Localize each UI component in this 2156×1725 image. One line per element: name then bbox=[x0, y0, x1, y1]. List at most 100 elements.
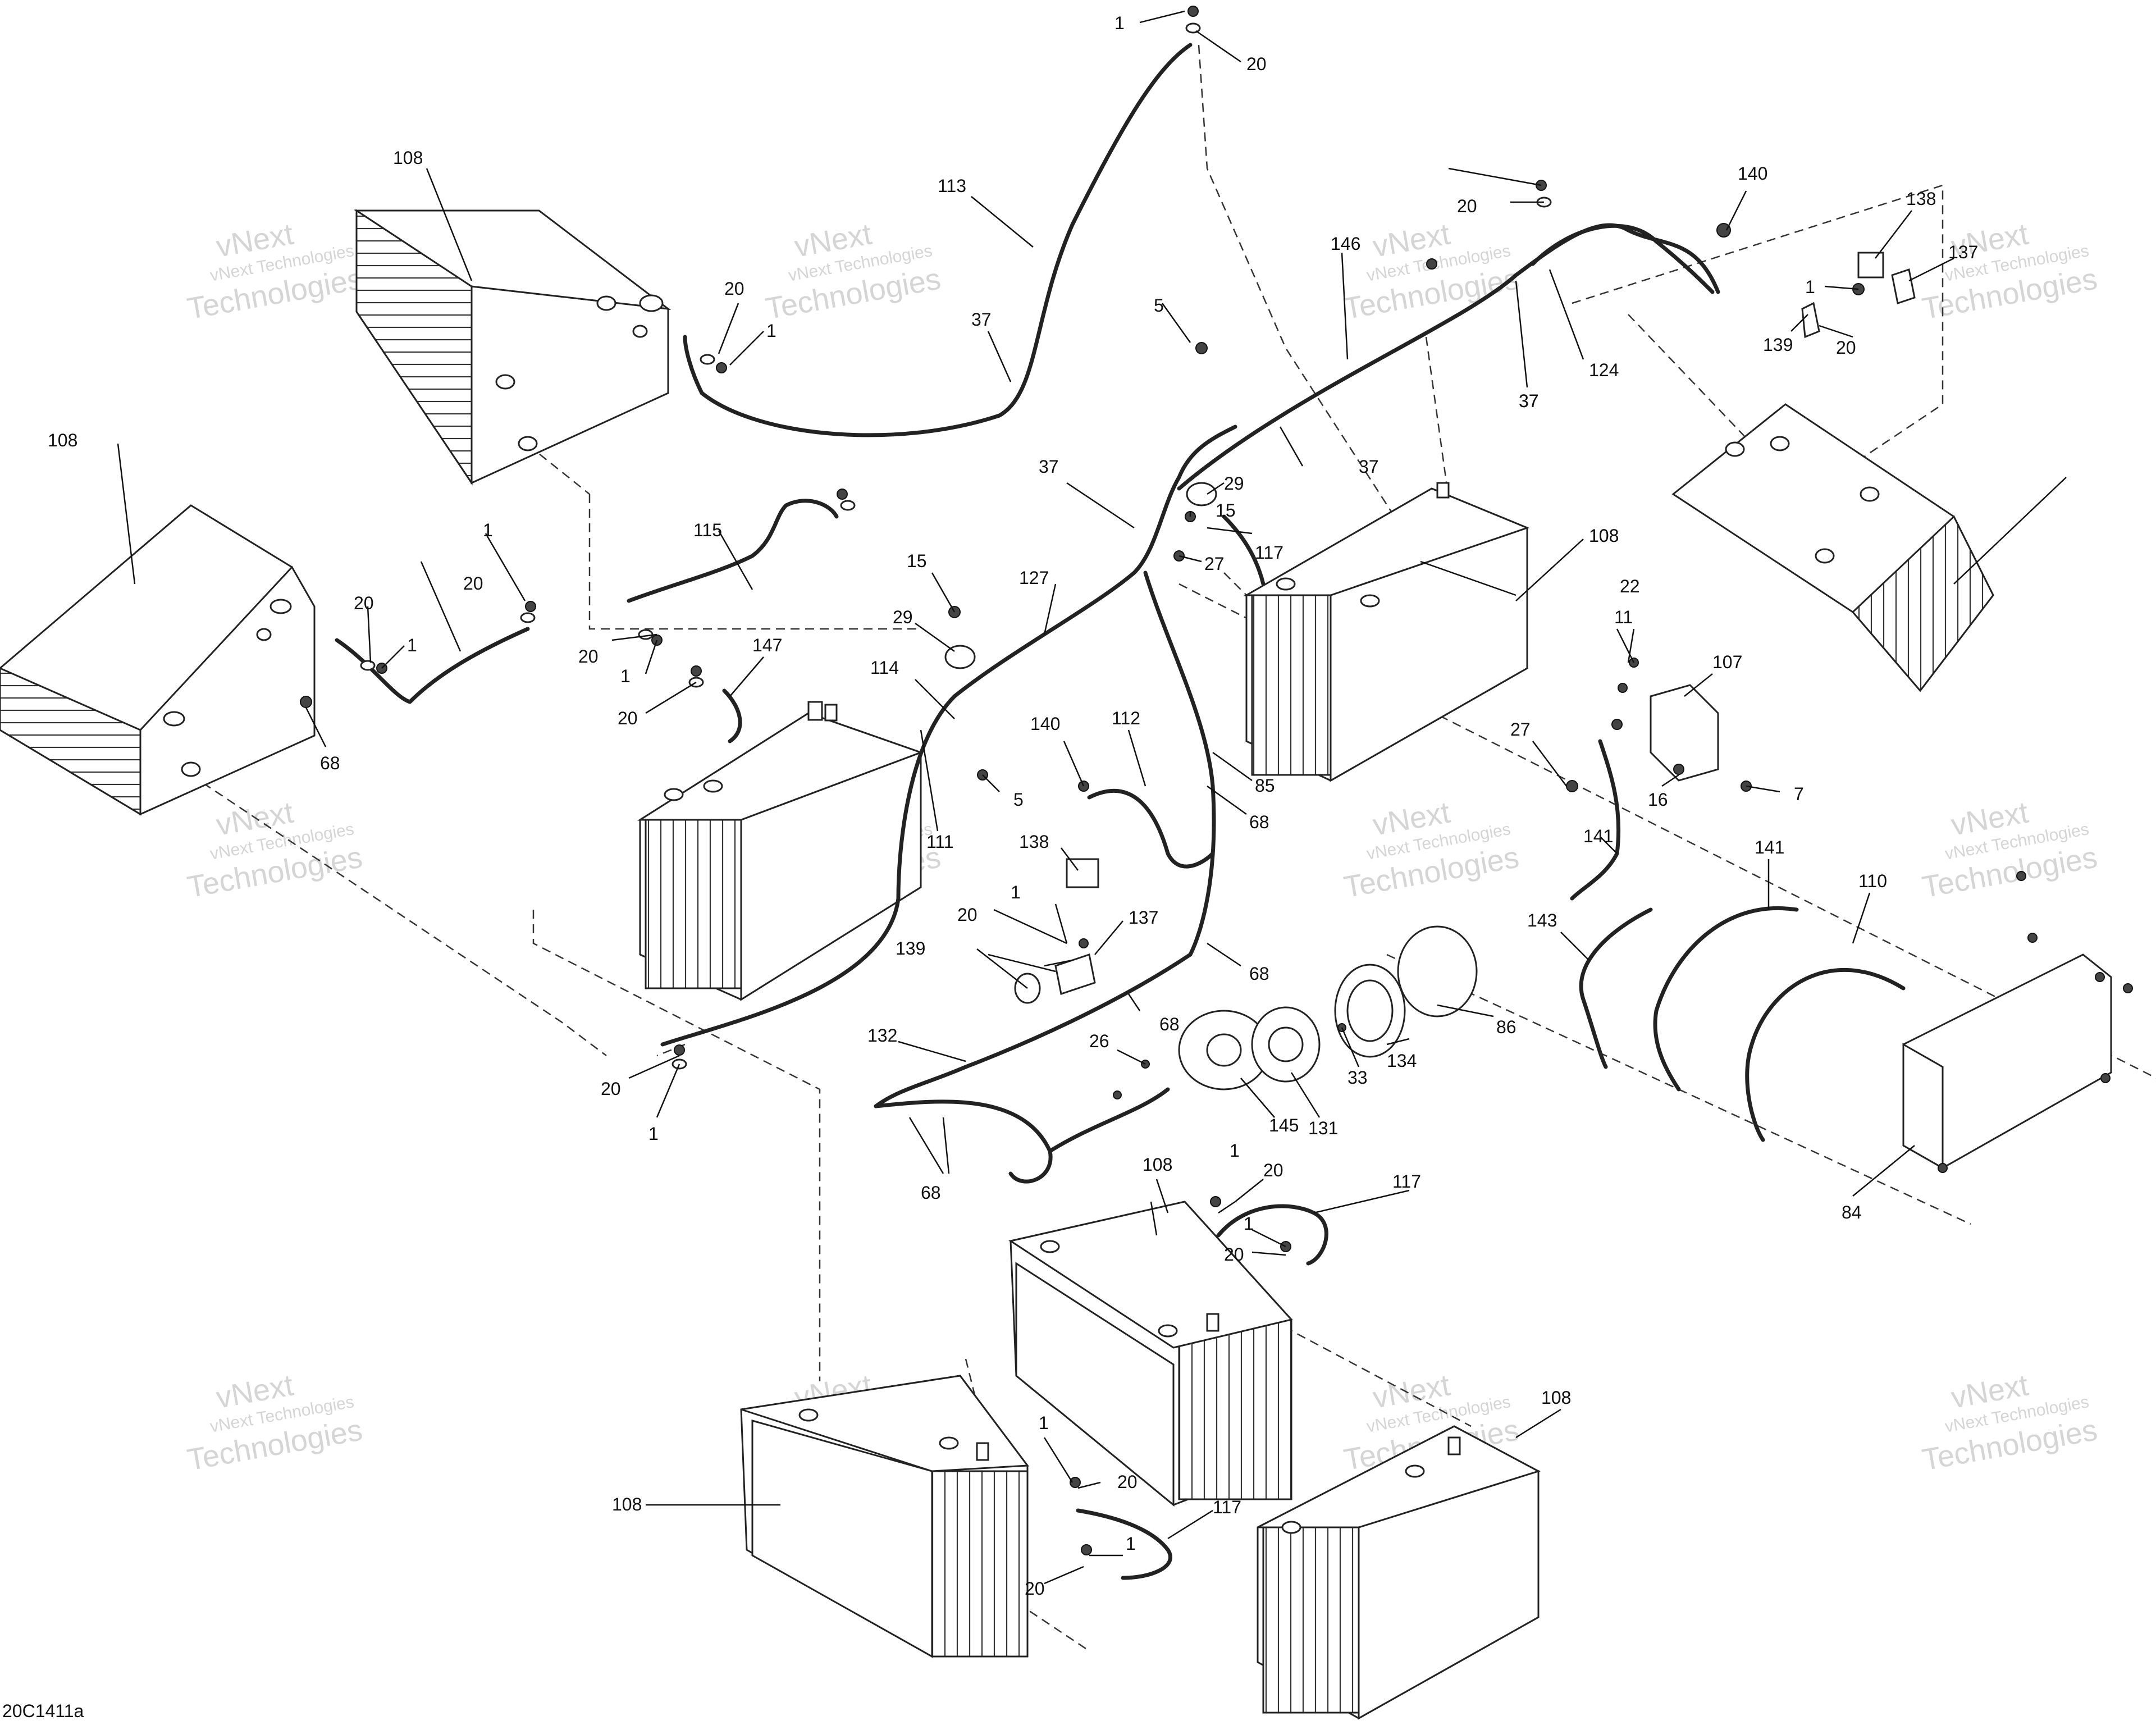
callout: 138 bbox=[1019, 832, 1049, 852]
callout: 117 bbox=[1255, 542, 1283, 563]
watermark: vNext vNext Technologies Technologies bbox=[185, 217, 365, 326]
watermark-group: vNext vNext Technologies Technologies vN… bbox=[185, 217, 2100, 1477]
watermark: vNext vNext Technologies Technologies bbox=[1920, 1368, 2100, 1477]
battery bbox=[1257, 1425, 1541, 1720]
callout: 131 bbox=[1308, 1118, 1338, 1138]
callout: 137 bbox=[1129, 907, 1158, 928]
callout: 20 bbox=[1263, 1160, 1283, 1180]
callout: 37 bbox=[1359, 457, 1379, 477]
callout: 108 bbox=[393, 148, 423, 168]
callout: 137 bbox=[1948, 242, 1978, 262]
figure-code: 20C1411a bbox=[2, 1701, 84, 1721]
battery bbox=[740, 1375, 1029, 1658]
callout: 16 bbox=[1648, 790, 1668, 810]
callout: 84 bbox=[1842, 1202, 1862, 1222]
callout: 1 bbox=[648, 1124, 659, 1144]
callout: 108 bbox=[1541, 1388, 1571, 1408]
callout: 143 bbox=[1527, 910, 1557, 930]
callout-labels: 1 20 108 113 37 20 1 140 138 137 1 20 14… bbox=[48, 13, 1978, 1599]
callout: 117 bbox=[1392, 1171, 1421, 1192]
callout: 27 bbox=[1204, 554, 1225, 574]
callout: 140 bbox=[1738, 163, 1767, 184]
callout: 108 bbox=[1143, 1154, 1172, 1175]
callout: 7 bbox=[1794, 784, 1804, 804]
callout: 68 bbox=[1159, 1014, 1180, 1034]
callout: 20 bbox=[1224, 1244, 1244, 1265]
callout: 1 bbox=[1114, 13, 1125, 33]
callout: 29 bbox=[1224, 473, 1244, 494]
callout: 113 bbox=[938, 176, 966, 196]
callout: 134 bbox=[1387, 1051, 1417, 1071]
callout: 68 bbox=[320, 753, 340, 773]
callout: 68 bbox=[1249, 812, 1269, 832]
callout: 20 bbox=[578, 646, 599, 667]
callout: 11 bbox=[1614, 607, 1633, 627]
callout: 1 bbox=[407, 635, 417, 655]
callout: 108 bbox=[612, 1494, 642, 1514]
callout: 124 bbox=[1589, 360, 1619, 380]
callout: 114 bbox=[870, 658, 899, 678]
battery bbox=[1008, 1201, 1293, 1507]
callout: 26 bbox=[1089, 1031, 1109, 1051]
callout: 1 bbox=[1011, 882, 1021, 902]
battery-box bbox=[1902, 953, 2112, 1173]
callout: 139 bbox=[1763, 335, 1793, 355]
callout: 37 bbox=[971, 309, 992, 330]
callout: 22 bbox=[1620, 576, 1640, 596]
callout: 108 bbox=[1589, 526, 1619, 546]
callout: 112 bbox=[1112, 708, 1140, 728]
callout: 20 bbox=[1117, 1472, 1138, 1492]
callout: 139 bbox=[896, 938, 925, 959]
callout: 145 bbox=[1269, 1115, 1299, 1135]
callout: 37 bbox=[1519, 391, 1539, 411]
battery bbox=[637, 701, 924, 1001]
callout: 115 bbox=[693, 520, 722, 540]
hardware bbox=[300, 6, 2133, 1555]
callout: 85 bbox=[1255, 775, 1275, 796]
callout: 117 bbox=[1213, 1497, 1241, 1517]
cables bbox=[335, 43, 1906, 1580]
battery bbox=[353, 209, 672, 486]
watermark: vNext vNext Technologies Technologies bbox=[1920, 796, 2100, 905]
callout: 20 bbox=[1246, 54, 1267, 74]
callout: 1 bbox=[483, 520, 493, 540]
callout: 146 bbox=[1331, 234, 1360, 254]
callout: 5 bbox=[1013, 790, 1024, 810]
callout: 68 bbox=[921, 1183, 941, 1203]
callout: 138 bbox=[1906, 189, 1936, 209]
callout: 27 bbox=[1510, 719, 1531, 740]
callout: 1 bbox=[1805, 277, 1815, 297]
callout: 127 bbox=[1019, 568, 1049, 588]
callout: 108 bbox=[1541, 1388, 1571, 1408]
callout-leaders bbox=[117, 10, 2067, 1585]
callout: 68 bbox=[1249, 964, 1269, 984]
callout: 29 bbox=[893, 607, 913, 627]
callout: 15 bbox=[1216, 500, 1236, 521]
watermark: vNext vNext Technologies Technologies bbox=[763, 217, 943, 326]
callout: 20 bbox=[601, 1079, 621, 1099]
callout: 15 bbox=[907, 551, 927, 571]
callout: 20 bbox=[724, 279, 744, 299]
callout: 5 bbox=[1154, 295, 1164, 316]
callout: 33 bbox=[1347, 1067, 1368, 1088]
callout: 86 bbox=[1496, 1017, 1516, 1037]
callout: 1 bbox=[1126, 1534, 1136, 1554]
callout: 141 bbox=[1583, 826, 1613, 846]
callout: 20 bbox=[1836, 337, 1856, 358]
callout: 37 bbox=[1039, 457, 1059, 477]
battery bbox=[1243, 482, 1530, 782]
callout: 37 bbox=[1519, 391, 1539, 411]
callout: 20 bbox=[354, 593, 374, 613]
callout: 132 bbox=[867, 1025, 897, 1046]
watermark: vNext vNext Technologies Technologies bbox=[1341, 217, 1522, 326]
callout: 20 bbox=[957, 905, 977, 925]
callout: 108 bbox=[48, 430, 77, 450]
callout: 141 bbox=[1755, 837, 1784, 857]
watermark: vNext vNext Technologies Technologies bbox=[1341, 796, 1522, 905]
battery bbox=[0, 504, 316, 816]
watermark: vNext vNext Technologies Technologies bbox=[185, 1368, 365, 1477]
callout: 107 bbox=[1712, 652, 1742, 672]
callout: 110 bbox=[1858, 871, 1887, 891]
callout: 1 bbox=[1230, 1140, 1240, 1161]
